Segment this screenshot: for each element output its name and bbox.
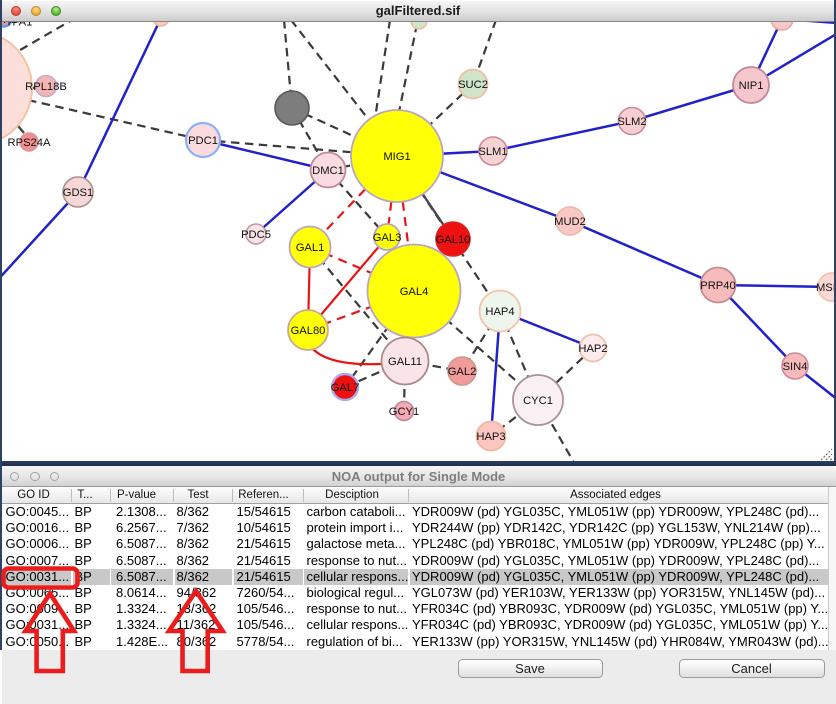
svg-text:RPS24A: RPS24A [8, 137, 51, 149]
svg-text:MSI1: MSI1 [816, 282, 836, 294]
svg-text:GAL80: GAL80 [291, 325, 326, 337]
svg-text:SUC2: SUC2 [458, 79, 488, 91]
svg-text:GAL7: GAL7 [331, 382, 360, 394]
svg-text:SLM2: SLM2 [617, 116, 646, 128]
svg-text:GAL3: GAL3 [373, 232, 402, 244]
svg-text:RPL18B: RPL18B [25, 81, 67, 93]
svg-text:GAL4: GAL4 [400, 286, 429, 298]
svg-text:CYC1: CYC1 [523, 395, 553, 407]
svg-text:HAP2: HAP2 [578, 343, 607, 355]
svg-text:PDC5: PDC5 [241, 229, 271, 241]
svg-text:MIG1: MIG1 [383, 151, 410, 163]
svg-text:GDS1: GDS1 [63, 187, 93, 199]
svg-text:HAP3: HAP3 [476, 431, 505, 443]
svg-text:HAP4: HAP4 [485, 306, 514, 318]
svg-text:SIN4: SIN4 [783, 361, 808, 373]
svg-text:GAL10: GAL10 [436, 234, 471, 246]
svg-text:PDC1: PDC1 [188, 135, 218, 147]
svg-text:DMC1: DMC1 [312, 165, 344, 177]
svg-text:TFA1: TFA1 [0, 22, 17, 26]
svg-text:GCY1: GCY1 [389, 406, 419, 418]
svg-text:NIP1: NIP1 [739, 80, 764, 92]
svg-text:TFA1: TFA1 [6, 22, 33, 29]
svg-text:PRP40: PRP40 [700, 280, 735, 292]
svg-text:GAL2: GAL2 [448, 366, 477, 378]
svg-text:GAL11: GAL11 [388, 356, 422, 368]
svg-text:GAL1: GAL1 [296, 242, 325, 254]
svg-text:SLM1: SLM1 [478, 146, 507, 158]
svg-text:MUD2: MUD2 [554, 216, 586, 228]
